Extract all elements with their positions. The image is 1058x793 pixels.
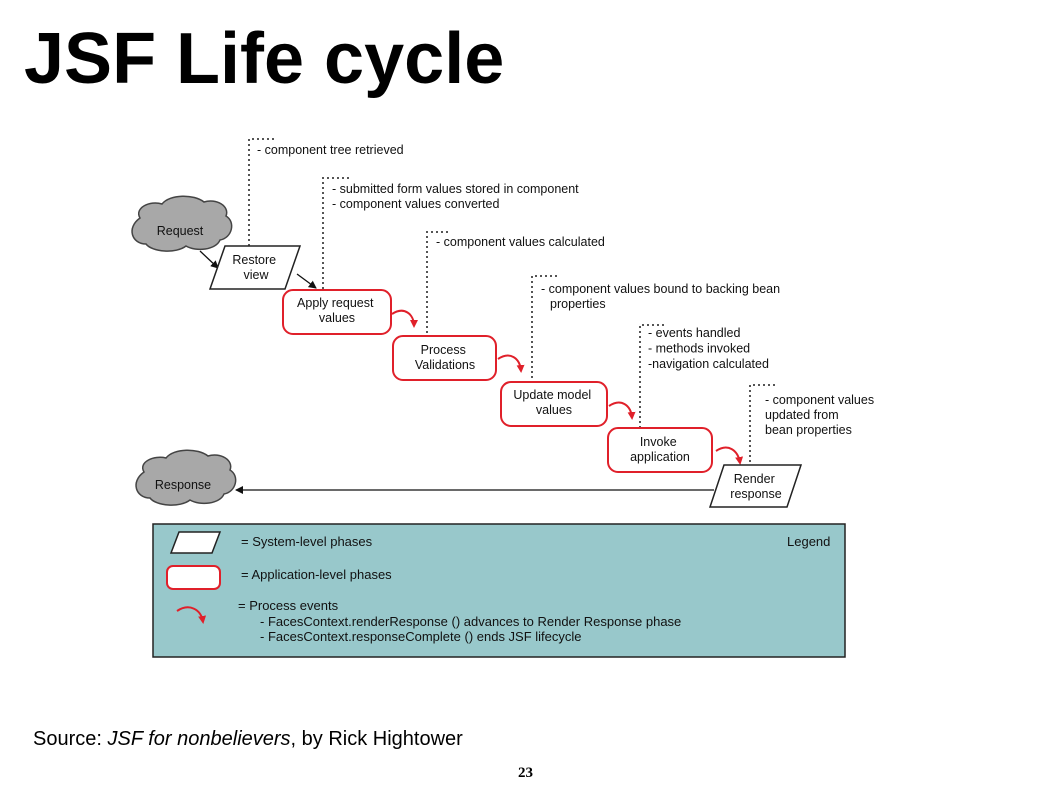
- phase-apply-request-values: Apply request values: [282, 289, 392, 335]
- legend-application-swatch: [166, 565, 221, 590]
- response-label: Response: [155, 478, 211, 492]
- arrow-restore-to-apply: [296, 273, 317, 289]
- restore-view-label: Restore view: [232, 253, 279, 282]
- note-invoke-application: - events handled - methods invoked -navi…: [648, 326, 769, 371]
- legend-system-swatch: [169, 531, 222, 554]
- flow-arrows: [199, 250, 714, 494]
- leader-update-model: [531, 275, 559, 383]
- invoke-application-label: Invoke application: [630, 435, 690, 464]
- phase-process-validations: Process Validations: [392, 335, 497, 381]
- source-book-title: JSF for nonbelievers: [107, 728, 291, 750]
- note-process-validations: - component values calculated: [436, 235, 605, 249]
- invoke-application-shape: [607, 427, 713, 473]
- dotted-leader-lines: [248, 138, 775, 472]
- apply-request-values-label: Apply request values: [297, 296, 377, 325]
- legend-process-events: = Process events: [238, 598, 339, 613]
- leader-invoke-application: [639, 324, 664, 428]
- note-render-response: - component values updated from bean pro…: [765, 393, 878, 437]
- event-arrow-update-to-invoke: [608, 401, 636, 420]
- phase-render-response: Render response: [708, 464, 803, 508]
- update-model-values-shape: [500, 381, 608, 427]
- render-response-shape: [708, 464, 803, 508]
- process-event-arrows: [391, 309, 744, 465]
- event-arrow-apply-to-process: [391, 309, 418, 328]
- note-apply-request-values: - submitted form values stored in compon…: [332, 182, 582, 211]
- slide-title: JSF Life cycle: [24, 19, 505, 99]
- phase-update-model-values: Update model values: [500, 381, 608, 427]
- legend-title: Legend: [787, 534, 830, 549]
- response-cloud: Response: [135, 449, 237, 506]
- event-arrow-process-to-update: [497, 354, 525, 373]
- source-citation: Source: JSF for nonbelievers, by Rick Hi…: [33, 727, 463, 752]
- phase-notes: - component tree retrieved - submitted f…: [257, 143, 878, 437]
- legend-system-level: = System-level phases: [241, 534, 373, 549]
- arrow-request-to-restore: [199, 250, 219, 269]
- process-validations-shape: [392, 335, 497, 381]
- update-model-values-label: Update model values: [513, 388, 594, 417]
- request-cloud-shape: [131, 195, 233, 252]
- source-prefix: Source:: [33, 728, 108, 750]
- legend-application-level: = Application-level phases: [241, 567, 392, 582]
- phase-invoke-application: Invoke application: [607, 427, 713, 473]
- leader-render-response: [749, 384, 775, 472]
- note-update-model-values: - component values bound to backing bean…: [541, 282, 784, 311]
- legend-render-response-note: - FacesContext.renderResponse () advance…: [260, 614, 681, 629]
- source-author: , by Rick Hightower: [290, 728, 463, 750]
- legend-event-arrow-icon: [176, 606, 207, 624]
- legend: = System-level phases Legend = Applicati…: [152, 523, 846, 658]
- request-cloud: Request: [131, 195, 233, 252]
- phase-restore-view: Restore view: [208, 245, 302, 290]
- page-number: 23: [518, 765, 533, 781]
- note-restore-view: - component tree retrieved: [257, 143, 404, 157]
- event-arrow-invoke-to-render: [715, 446, 744, 465]
- legend-response-complete-note: - FacesContext.responseComplete () ends …: [260, 629, 582, 644]
- render-response-label: Render response: [730, 472, 781, 501]
- apply-request-values-shape: [282, 289, 392, 335]
- request-label: Request: [157, 224, 204, 238]
- restore-view-shape: [208, 245, 302, 290]
- legend-box: [152, 523, 846, 658]
- leader-apply-request: [322, 177, 350, 289]
- leader-process-validations: [426, 231, 450, 338]
- process-validations-label: Process Validations: [415, 343, 475, 372]
- leader-restore-view: [248, 138, 276, 246]
- response-cloud-shape: [135, 449, 237, 506]
